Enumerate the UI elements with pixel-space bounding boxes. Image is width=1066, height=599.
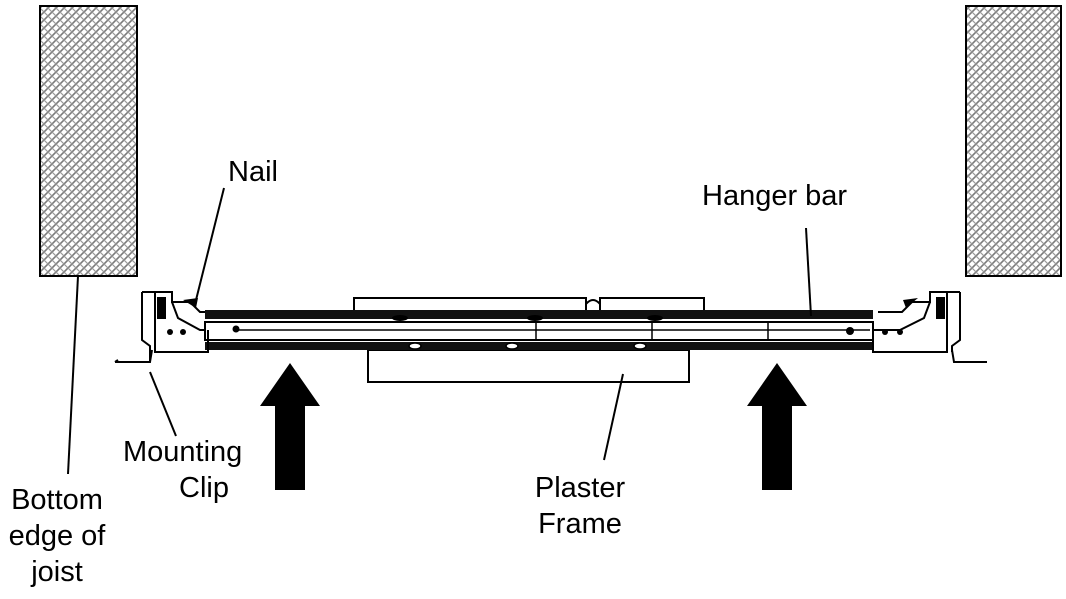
nail-label-text: Nail [228,156,278,188]
joist-edge-label: Bottom edge of joist [0,482,114,590]
right-mounting-clip [872,291,987,363]
plaster-frame-leader [603,373,624,461]
mounting-clip-label: Mounting Clip [123,434,242,506]
plaster-frame-flange [367,349,690,383]
plaster-frame-label: Plaster Frame [510,470,650,542]
mounting-clip-leader [149,371,177,437]
hanger-bar [204,310,874,350]
right-push-arrow [747,363,807,490]
nail-leader [195,187,225,301]
leader-lines [67,187,812,475]
plaster-frame-label-line1: Plaster [534,472,626,504]
left-push-arrow [260,363,320,490]
hanger-bar-label-text: Hanger bar [702,180,848,212]
nail-label: Nail [228,154,278,190]
right-joist [965,5,1062,277]
plaster-frame-label-line2: Frame [538,508,622,540]
joist-edge-label-line2: edge of [8,520,106,552]
mounting-clip-label-line2: Clip [179,472,229,504]
mounting-clip-label-line1: Mounting [123,436,243,468]
left-joist [39,5,138,277]
hanger-bar-leader [805,227,812,317]
left-mounting-clip [114,291,209,363]
hanger-bar-label: Hanger bar [702,178,847,214]
joist-leader [67,275,79,475]
joist-edge-label-line3: joist [31,556,83,588]
joist-edge-label-line1: Bottom [11,484,103,516]
